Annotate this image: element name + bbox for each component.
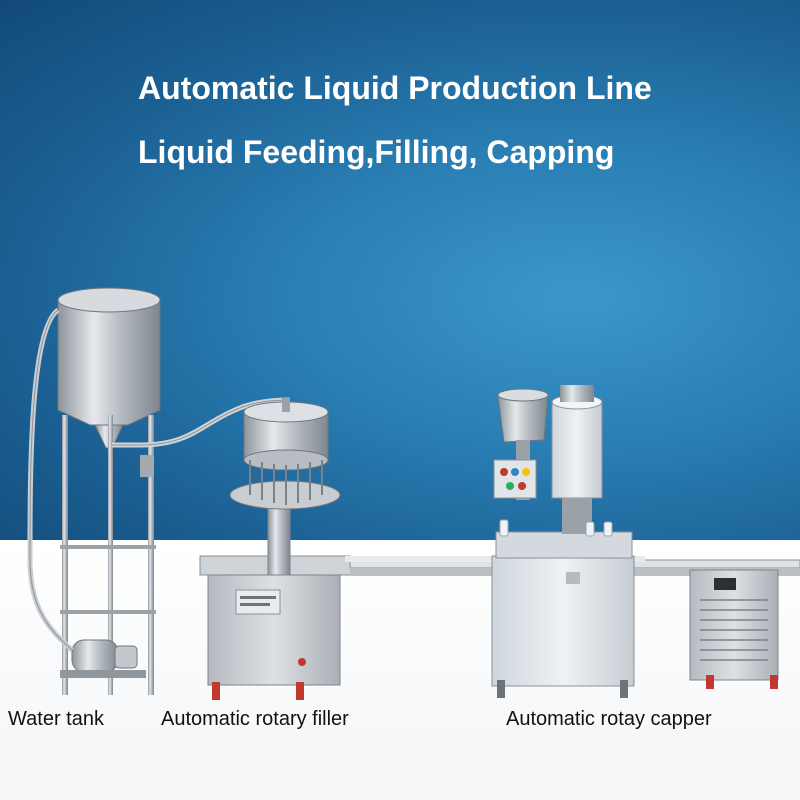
caption-rotary-filler: Automatic rotary filler [161, 708, 349, 730]
caption-water-tank: Water tank [8, 708, 104, 730]
blue-backdrop [0, 0, 800, 540]
caption-rotary-capper: Automatic rotay capper [506, 708, 712, 730]
page-title: Automatic Liquid Production Line [138, 70, 652, 106]
page-subtitle: Liquid Feeding,Filling, Capping [138, 134, 615, 170]
water-tank [27, 287, 291, 695]
rotary-capper [491, 385, 635, 698]
rotary-filler [207, 398, 341, 700]
side-cabinet [689, 569, 779, 689]
